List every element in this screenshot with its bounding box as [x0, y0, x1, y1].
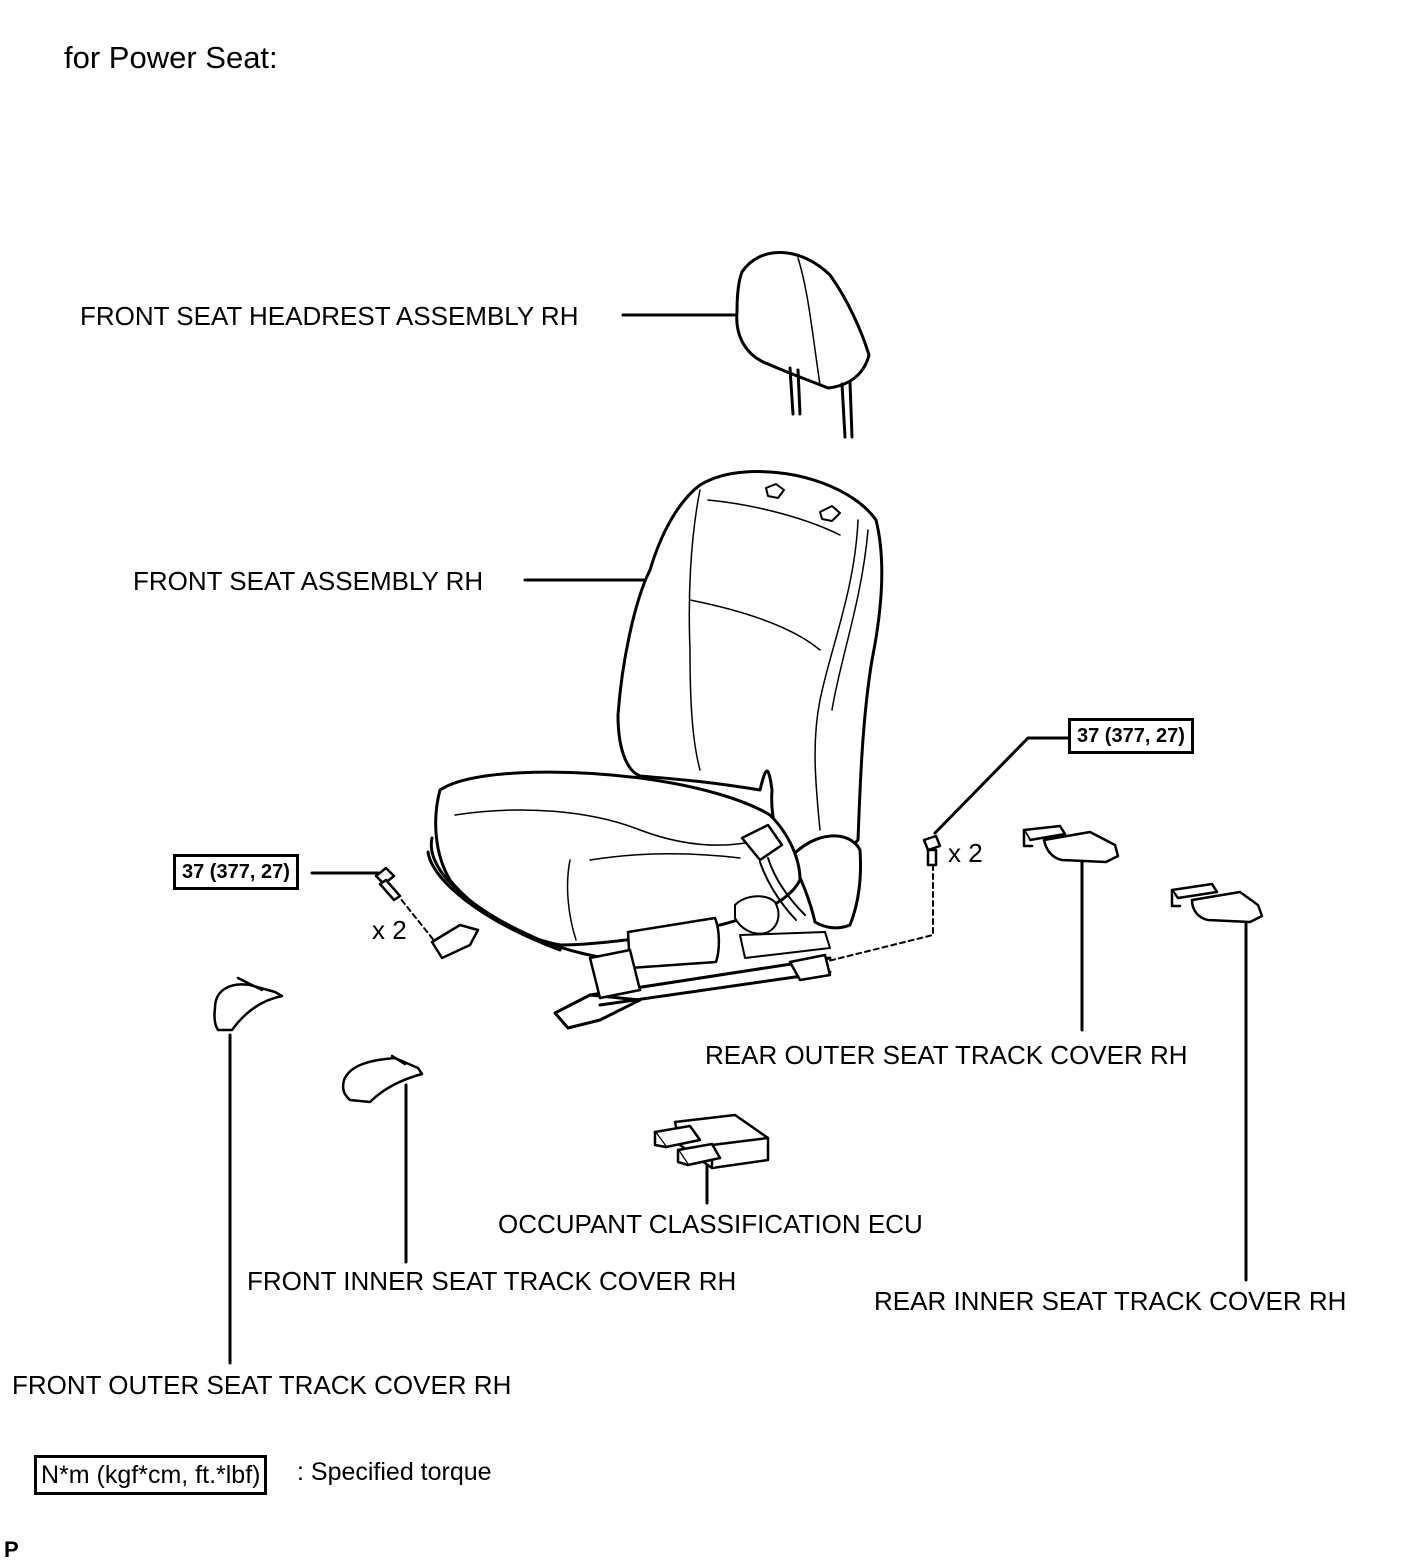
- legend-description: : Specified torque: [297, 1458, 492, 1486]
- quantity-right: x 2: [948, 838, 983, 868]
- label-rear-outer-cover: REAR OUTER SEAT TRACK COVER RH: [705, 1040, 1188, 1070]
- label-front-inner-cover: FRONT INNER SEAT TRACK COVER RH: [247, 1266, 737, 1296]
- label-front-outer-cover: FRONT OUTER SEAT TRACK COVER RH: [12, 1370, 512, 1400]
- rear-outer-cover-drawing: [1022, 824, 1120, 864]
- diagram-title: for Power Seat:: [64, 40, 278, 75]
- torque-callout-right: 37 (377, 27): [1068, 718, 1194, 754]
- bolt-left: [374, 866, 402, 902]
- front-inner-cover-drawing: [341, 1054, 424, 1104]
- seat-drawing: [426, 470, 884, 1030]
- quantity-left: x 2: [372, 915, 407, 945]
- ecu-drawing: [653, 1113, 770, 1170]
- torque-callout-left: 37 (377, 27): [173, 854, 299, 890]
- label-rear-inner-cover: REAR INNER SEAT TRACK COVER RH: [874, 1286, 1347, 1316]
- bolt-right: [922, 834, 942, 867]
- bolt-path-dashes: [395, 864, 934, 969]
- corner-mark: P: [4, 1537, 19, 1562]
- front-outer-cover-drawing: [213, 976, 284, 1032]
- legend-torque-unit-box: N*m (kgf*cm, ft.*lbf): [34, 1455, 268, 1495]
- rear-inner-cover-drawing: [1170, 882, 1264, 924]
- label-headrest: FRONT SEAT HEADREST ASSEMBLY RH: [80, 301, 579, 331]
- label-ecu: OCCUPANT CLASSIFICATION ECU: [498, 1209, 923, 1239]
- headrest-drawing: [735, 251, 871, 439]
- label-seat-assembly: FRONT SEAT ASSEMBLY RH: [133, 566, 484, 596]
- leader-lines: [228, 313, 1248, 1365]
